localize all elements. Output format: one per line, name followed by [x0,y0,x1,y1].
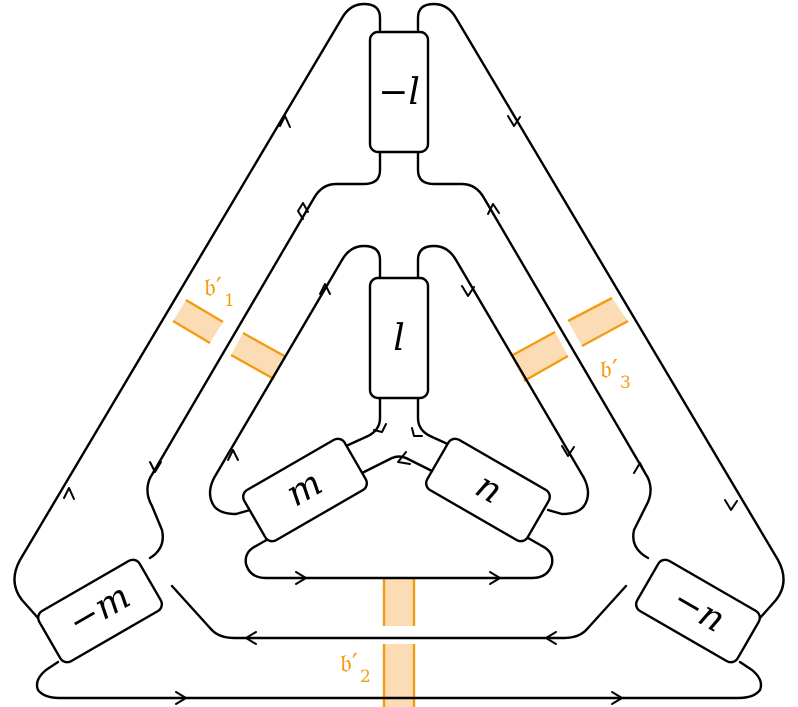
arrow-outer-right-lower [724,499,738,511]
band-b2-upper-fill [384,578,414,626]
box-left-outer-rect [36,558,164,664]
label-b1-sub: 1 [224,291,235,311]
arrow-third-left-up [319,283,331,295]
arrow-second-left-down [297,202,309,220]
band-b2-lower-fill [384,644,414,707]
band-b1-outer-edge-b [172,319,211,345]
box-right-inner-rect [424,437,552,543]
band-b1-inner-edge-b [230,353,275,381]
strand-outer-bottom [35,660,763,700]
strand-outer-right [416,2,785,620]
label-b3-sub: 3 [620,373,631,393]
band-b1-outer-fill [173,300,223,343]
band-b1-inner-fill [231,333,286,379]
arrow-second-bottom-right [545,631,557,645]
arrow-inner-bottom-right [489,571,501,585]
strand-inner-bottom [244,536,554,580]
arrow-second-left-lower [149,461,162,473]
arrow-third-right-lower [561,445,575,457]
band-b3-outer-fill [568,298,628,346]
arrow-outer-bottom [175,691,187,705]
box-left-outer: −m [36,558,164,664]
arrow-inner-l-right [411,427,423,437]
strand-second-right [416,148,652,560]
strand-inner-l-right [416,396,454,448]
band-b1-outer-edge-a [185,298,224,324]
box-top-outer-label: −l [378,72,420,113]
box-left-inner: m [241,437,369,543]
arrow-outer-right-down [507,115,521,127]
band-b3-inner-edge-a [510,330,556,358]
label-b3: 𝔟′ 3 [600,355,631,393]
label-b2: 𝔟′ 2 [340,649,371,687]
arrow-outer-left-lower [63,487,75,500]
band-b3-outer-edge-a [567,296,613,323]
arrow-second-right-lower [633,462,646,474]
arrow-outer-left-up [279,115,291,128]
label-b2-main: 𝔟′ [340,649,358,679]
strand-inner-v [358,455,440,476]
label-b1: 𝔟′ 1 [204,273,235,311]
strand-second-bottom [170,584,628,640]
strand-second-left [146,148,382,560]
arrow-inner-bottom-left [295,571,307,585]
arrow-inner-v [397,451,411,465]
arrow-second-right-up [487,203,500,215]
label-b2-sub: 2 [360,667,371,687]
label-b1-main: 𝔟′ [204,273,222,303]
band-b2 [382,578,416,707]
box-top-inner-rect [368,276,430,400]
band-b1-inner-edge-a [242,331,287,359]
box-top-inner: l [368,276,430,400]
box-top-outer: −l [368,30,430,154]
band-b3 [510,296,629,383]
strand-inner-l-left [344,396,382,448]
arrow-third-right-down [461,285,475,297]
arrows [63,115,738,705]
arrow-third-left-lower [227,449,239,461]
band-b1 [172,298,287,381]
strand-third-left [208,244,382,516]
box-top-inner-label: l [393,318,405,359]
arrow-inner-l-left [373,423,387,433]
box-top-outer-rect [368,30,430,154]
strand-outer-left [13,2,382,620]
box-right-outer-rect [634,558,762,664]
strands [13,2,785,700]
box-right-inner: n [424,437,552,543]
arrow-second-bottom-left [245,631,257,645]
strand-third-right [416,244,590,516]
band-b3-inner-fill [511,332,568,381]
box-left-inner-rect [241,437,369,543]
arrow-outer-bottom-right [611,691,623,705]
band-b3-outer-edge-b [581,319,629,348]
band-b3-inner-edge-b [523,354,569,383]
label-b3-main: 𝔟′ [600,355,618,385]
box-right-outer: −n [634,558,762,664]
